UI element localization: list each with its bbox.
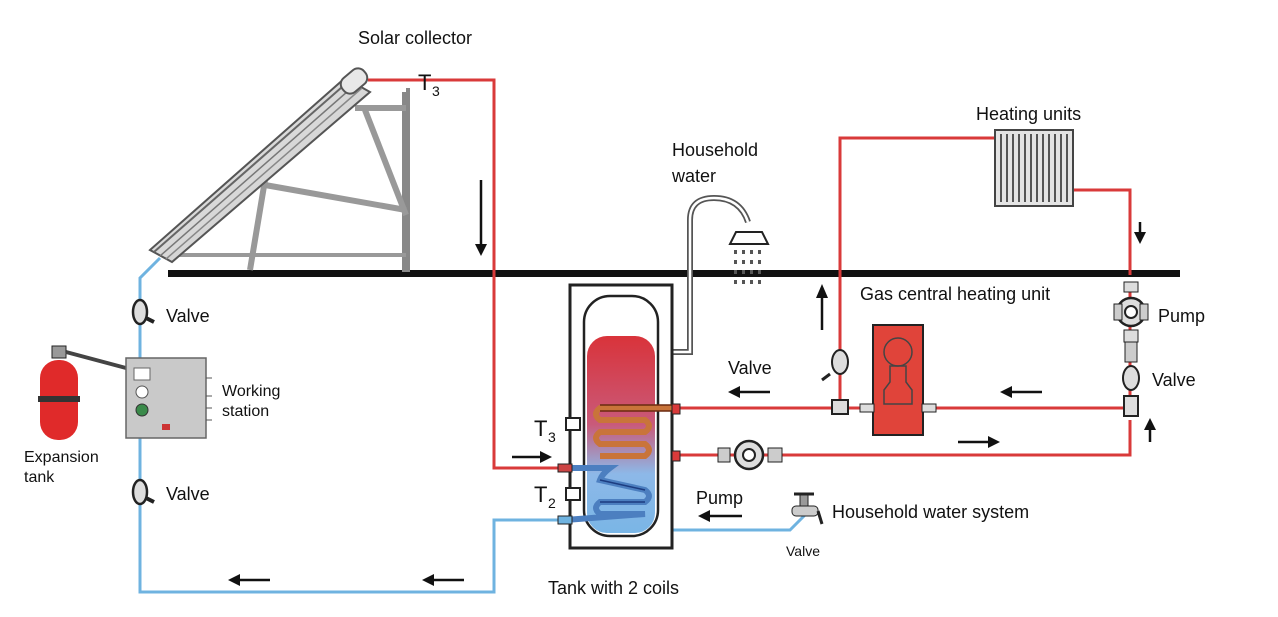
control-box-icon [125, 357, 212, 439]
valve-icon [821, 349, 849, 415]
label-t3-tank: T [534, 416, 547, 441]
label-expansion-tank-1: Expansion [24, 449, 99, 466]
radiator-icon [994, 129, 1074, 207]
faucet-icon [791, 492, 824, 525]
valve-icon [131, 298, 155, 326]
label-expansion-tank-2: tank [24, 469, 55, 486]
flow-arrows [228, 180, 1156, 586]
label-pump-bottom: Pump [696, 488, 743, 508]
label-household-water-2: water [671, 166, 716, 186]
hot-pipe-heating-return [1070, 188, 1132, 275]
label-working-station-1: Working [222, 383, 280, 400]
label-heating-units: Heating units [976, 104, 1081, 124]
hot-pipe-heating [838, 136, 995, 400]
label-valve-mid: Valve [728, 358, 772, 378]
shower-icon [728, 231, 770, 284]
cold-pipe-loop [138, 256, 565, 594]
label-gas-unit: Gas central heating unit [860, 284, 1050, 304]
cold-pipe-household [672, 513, 807, 532]
label-t3-top: T [418, 70, 431, 95]
label-t3-tank-sub: 3 [548, 429, 556, 445]
ground-line [168, 270, 1180, 277]
valve-icon [1122, 341, 1140, 417]
label-valve-small: Valve [786, 543, 820, 559]
hot-pipe-lower-coil [672, 420, 1132, 457]
gas-heater [859, 324, 937, 436]
label-household-water-1: Household [672, 140, 758, 160]
solar-collector [148, 67, 410, 272]
valve-icon [131, 478, 155, 506]
pump-icon [717, 439, 783, 471]
label-pump-right: Pump [1158, 306, 1205, 326]
hot-pipe-collector [368, 78, 565, 470]
storage-tank [557, 283, 681, 550]
expansion-tank-icon [38, 345, 127, 440]
label-household-water-system: Household water system [832, 502, 1029, 522]
label-valve-left-bottom: Valve [166, 484, 210, 504]
label-valve-right: Valve [1152, 370, 1196, 390]
label-t2-tank-sub: 2 [548, 495, 556, 511]
pump-icon [1113, 281, 1149, 343]
label-valve-left-top: Valve [166, 306, 210, 326]
label-tank-caption: Tank with 2 coils [548, 578, 679, 598]
label-t2-tank: T [534, 482, 547, 507]
label-t3-top-sub: 3 [432, 83, 440, 99]
label-working-station-2: station [222, 403, 269, 420]
label-solar-collector: Solar collector [358, 28, 472, 48]
